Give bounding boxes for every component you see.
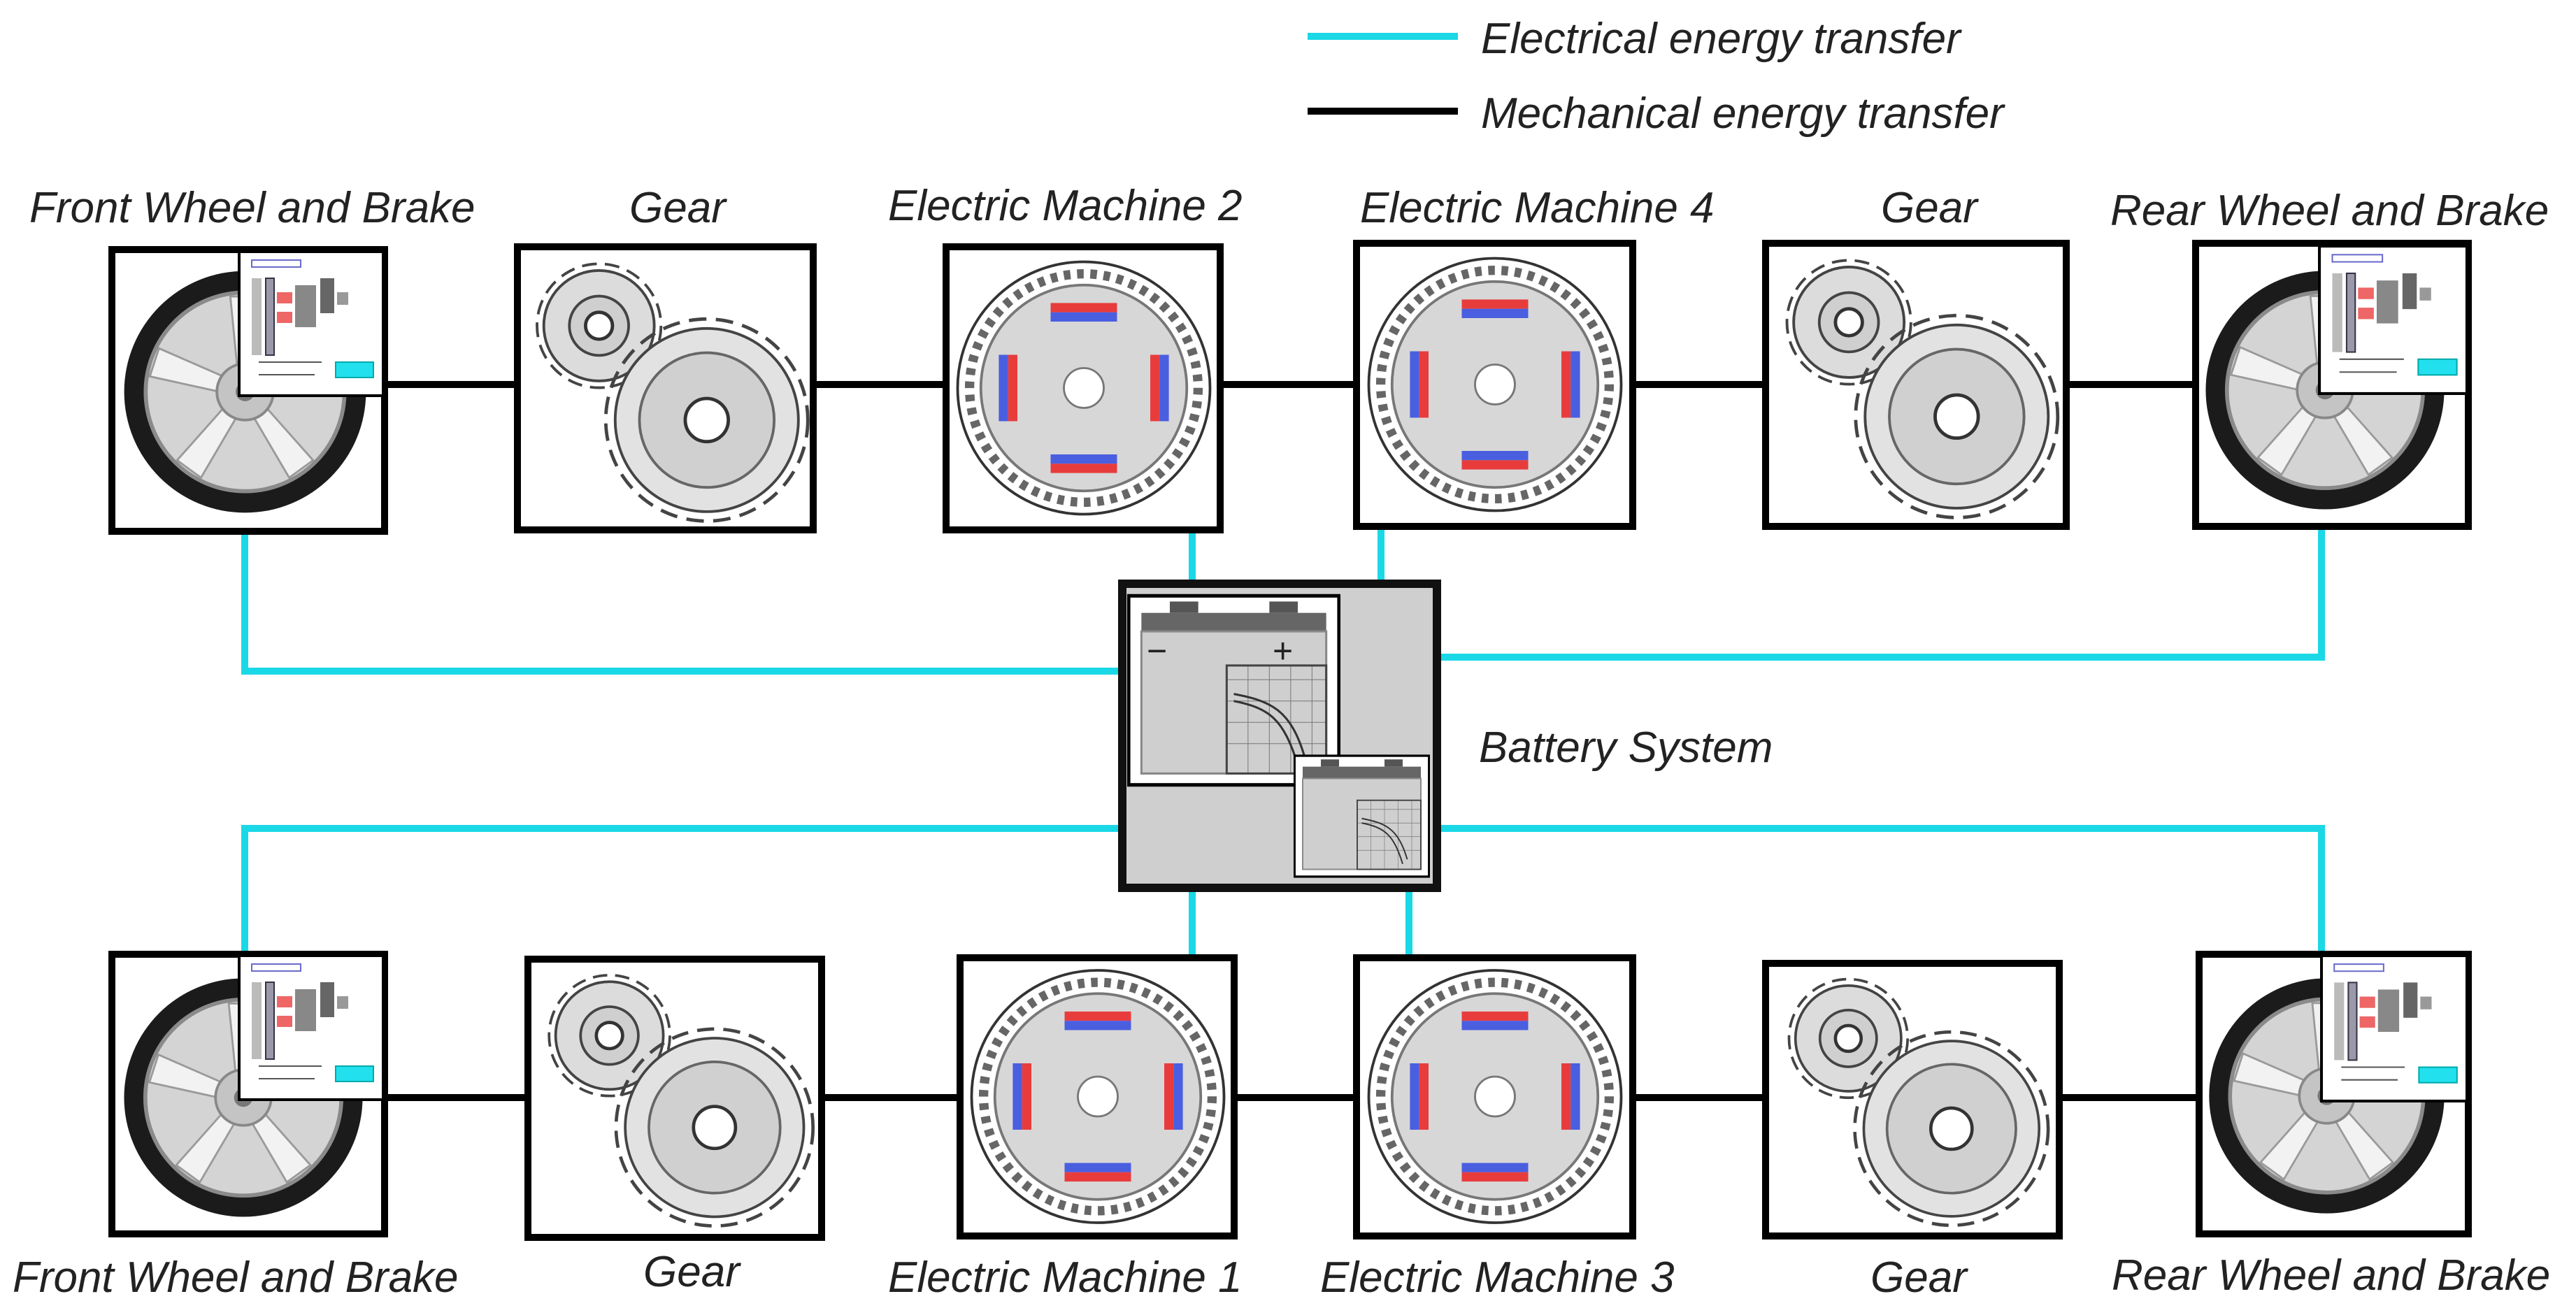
- label-gear-left-top: Gear: [629, 184, 727, 232]
- gear-right-bottom: [1762, 960, 2063, 1239]
- brake-panel-icon: [2321, 956, 2467, 1101]
- elec-rear-wheel-top: [1437, 524, 2325, 661]
- battery-minus: −: [1147, 631, 1167, 670]
- label-gear-left-bottom: Gear: [643, 1248, 741, 1296]
- brake-panel-icon: [2319, 246, 2467, 394]
- brake-panel-icon: [238, 250, 385, 397]
- brake-panel-icon: [238, 954, 385, 1101]
- mechanical-connections: [385, 381, 2199, 1101]
- label-rear-wheel-top: Rear Wheel and Brake: [2110, 187, 2549, 235]
- battery-plus: +: [1273, 631, 1293, 670]
- label-battery-system: Battery System: [1479, 724, 1773, 772]
- label-machine-1: Electric Machine 1: [888, 1253, 1243, 1302]
- battery-icon: [1294, 754, 1430, 878]
- legend: Electrical energy transfer Mechanical en…: [1308, 15, 2005, 138]
- electric-machine-icon: [1369, 259, 1622, 511]
- gear-right-top: [1762, 240, 2070, 530]
- rear-wheel-top: [2192, 240, 2472, 530]
- electrical-connections: [241, 524, 2325, 958]
- front-wheel-bottom: [108, 951, 388, 1237]
- label-machine-3: Electric Machine 3: [1320, 1253, 1675, 1302]
- label-rear-wheel-bottom: Rear Wheel and Brake: [2112, 1251, 2550, 1300]
- front-wheel-top: [108, 246, 388, 535]
- electric-machine-4: [1353, 240, 1636, 530]
- label-front-wheel-top: Front Wheel and Brake: [29, 184, 475, 232]
- electric-machine-3: [1353, 954, 1636, 1239]
- label-machine-2: Electric Machine 2: [888, 182, 1243, 230]
- battery-system: − +: [1118, 580, 1441, 892]
- electric-machine-icon: [958, 262, 1210, 515]
- electric-machine-1: [957, 954, 1238, 1239]
- label-gear-right-bottom: Gear: [1870, 1253, 1968, 1302]
- elec-front-wheel-bottom: [241, 825, 1122, 958]
- electric-machine-icon: [972, 970, 1224, 1223]
- gear-left-top: [514, 243, 817, 533]
- rear-wheel-bottom: [2196, 951, 2472, 1237]
- elec-front-wheel-top: [241, 531, 1122, 675]
- legend-mechanical-label: Mechanical energy transfer: [1481, 89, 2005, 138]
- elec-rear-wheel-bottom: [1437, 825, 2325, 958]
- gear-left-bottom: [524, 956, 825, 1241]
- label-machine-4: Electric Machine 4: [1360, 184, 1715, 232]
- electric-machine-2: [943, 243, 1224, 533]
- label-gear-right-top: Gear: [1881, 184, 1979, 232]
- electric-machine-icon: [1369, 970, 1622, 1223]
- legend-electrical-label: Electrical energy transfer: [1481, 15, 1962, 63]
- label-front-wheel-bottom: Front Wheel and Brake: [13, 1253, 459, 1302]
